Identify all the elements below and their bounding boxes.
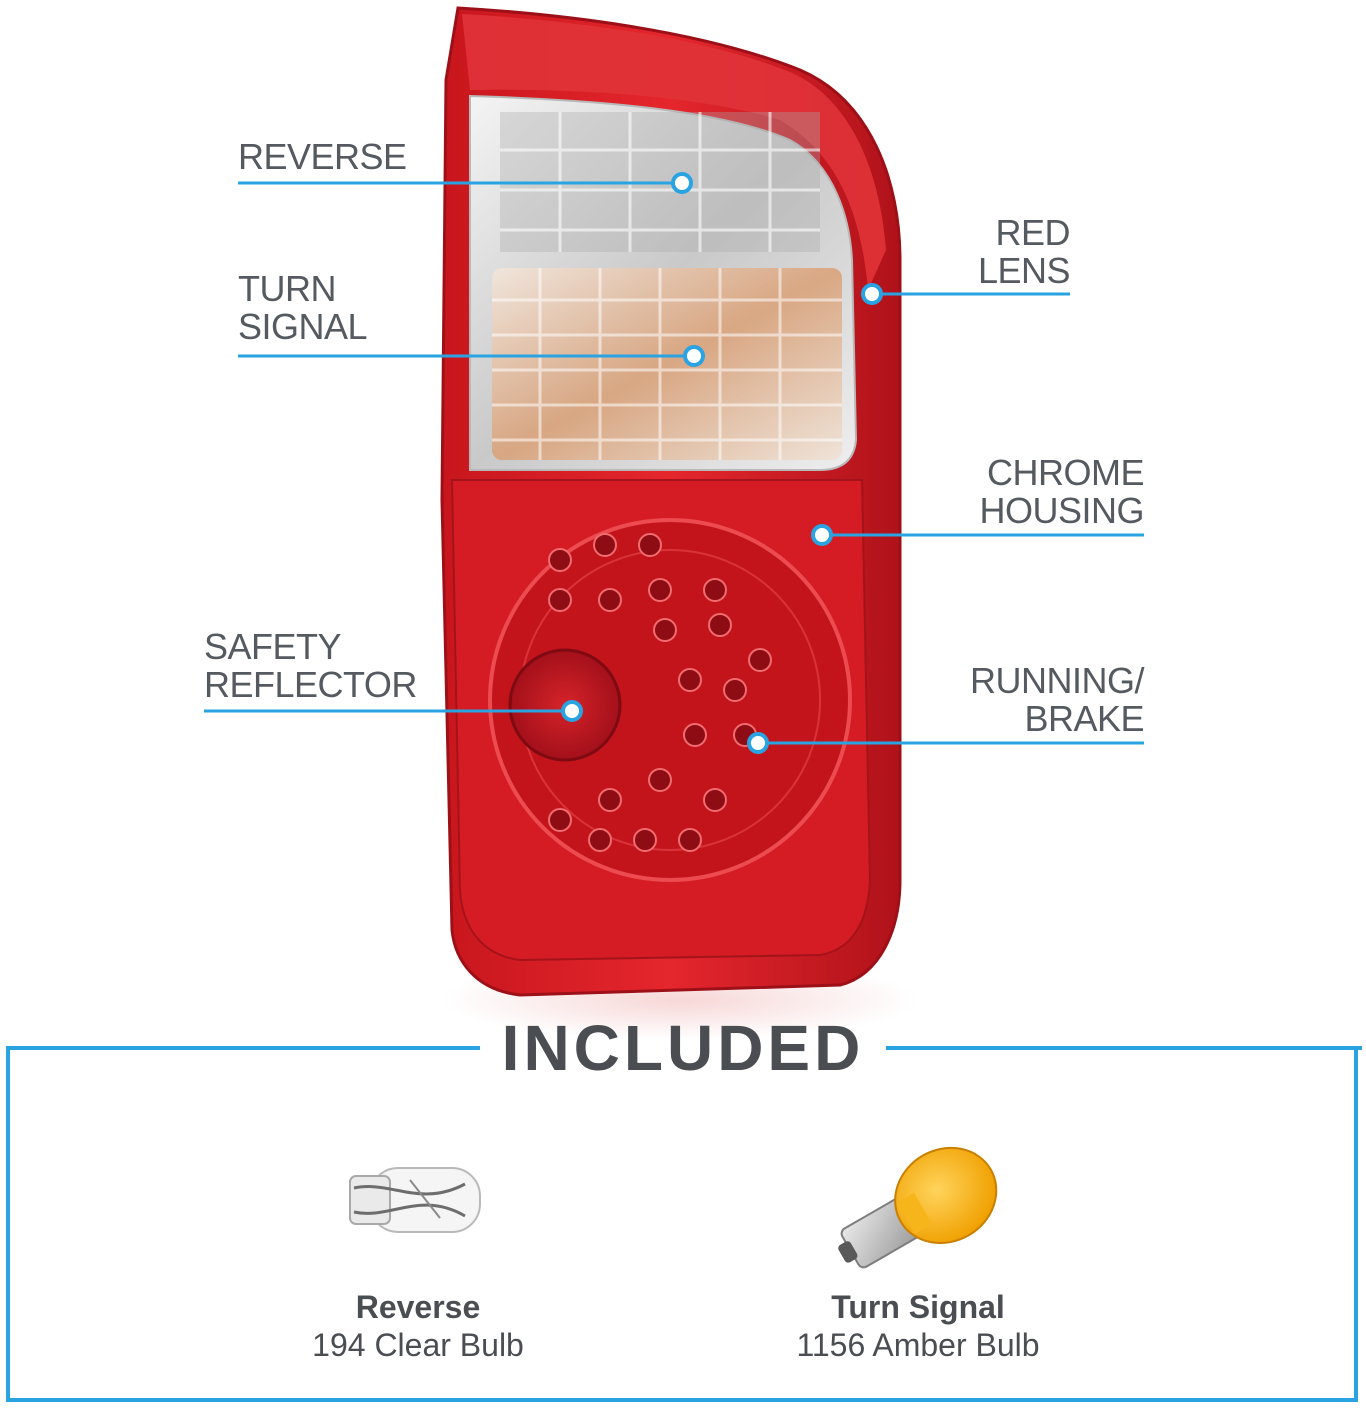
callout-turn-signal-line2: SIGNAL [238, 306, 368, 347]
callout-red-lens: RED LENS [900, 212, 1071, 291]
callout-reverse: REVERSE [238, 138, 407, 176]
included-box [6, 1048, 1358, 1402]
included-title: INCLUDED [501, 1012, 865, 1084]
callout-running-brake-line1: RUNNING/ [970, 660, 1145, 701]
safety-reflector-marker [561, 700, 583, 722]
callout-running-brake-line2: BRAKE [1024, 698, 1144, 739]
callout-turn-signal-line1: TURN [238, 268, 336, 309]
red-lens-marker [861, 283, 883, 305]
callout-red-lens-line1: RED [995, 212, 1070, 253]
callout-safety-reflector-line1: SAFETY [204, 626, 342, 667]
included-item-turn-signal-desc: 1156 Amber Bulb [796, 1327, 1040, 1363]
callout-chrome-housing-line1: CHROME [987, 452, 1145, 493]
included-border-right [886, 1046, 1362, 1050]
turn-signal-marker [683, 345, 705, 367]
clear-bulb-icon [349, 1167, 481, 1233]
amber-bulb-icon [838, 1146, 998, 1269]
callout-safety-reflector: SAFETY REFLECTOR [204, 628, 417, 704]
included-item-reverse-name: Reverse [355, 1289, 481, 1325]
callout-turn-signal: TURN SIGNAL [238, 268, 368, 347]
included-item-reverse-desc: 194 Clear Bulb [312, 1327, 524, 1363]
running-brake-marker [747, 732, 769, 754]
included-border-left [6, 1046, 480, 1050]
callout-reverse-line1: REVERSE [238, 136, 407, 177]
callout-chrome-housing-line2: HOUSING [979, 490, 1144, 531]
callout-safety-reflector-line2: REFLECTOR [204, 664, 417, 705]
chrome-housing-marker [811, 524, 833, 546]
callout-chrome-housing: CHROME HOUSING [900, 454, 1144, 530]
included-item-turn-signal-name: Turn Signal [831, 1289, 1005, 1325]
reverse-marker [671, 172, 693, 194]
callout-red-lens-line2: LENS [977, 250, 1071, 291]
included-item-turn-signal: Turn Signal 1156 Amber Bulb [708, 1288, 1128, 1364]
included-item-reverse: Reverse 194 Clear Bulb [208, 1288, 628, 1364]
tail-lamp-illustration [204, 6, 1144, 1040]
callout-running-brake: RUNNING/ BRAKE [900, 660, 1145, 739]
